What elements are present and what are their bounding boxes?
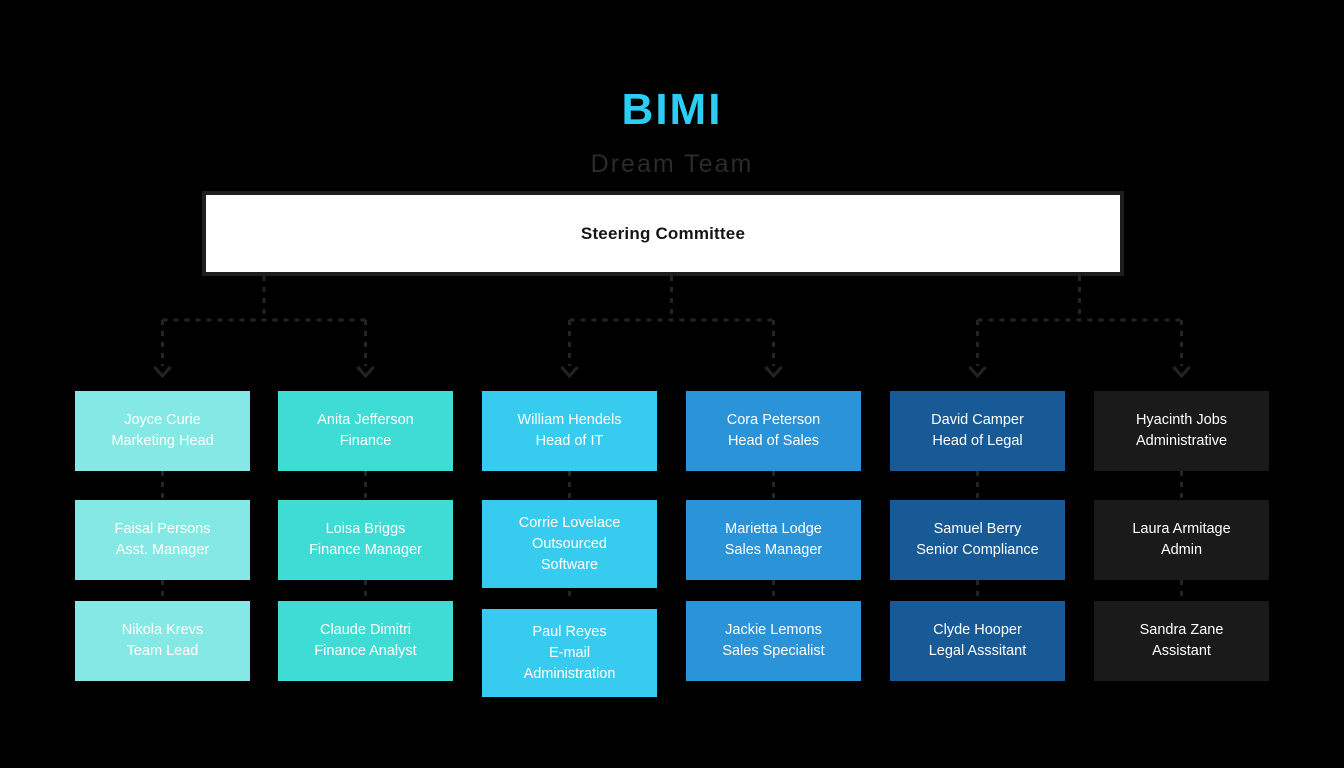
vertical-connector-gap <box>75 580 250 601</box>
person-name: Samuel Berry <box>933 521 1022 537</box>
person-role: Team Lead <box>126 643 199 659</box>
person-name: David Camper <box>931 412 1024 428</box>
vertical-connector-gap <box>890 471 1065 500</box>
person-name: Nikola Krevs <box>121 622 204 638</box>
person-name: Marietta Lodge <box>725 521 822 537</box>
person-role: Legal Asssitant <box>928 643 1027 659</box>
person-name: Corrie Lovelace <box>518 514 621 531</box>
page-subtitle: Dream Team <box>590 150 754 178</box>
steering-committee-node[interactable]: Steering Committee <box>202 191 1124 276</box>
vertical-connector-gap <box>1094 471 1269 500</box>
connector-arrow-5 <box>1172 366 1191 379</box>
vertical-connector-gap <box>890 580 1065 601</box>
person-name: Claude Dimitri <box>319 622 412 638</box>
vertical-connector-gap <box>1094 580 1269 601</box>
vertical-connector-gap <box>75 471 250 500</box>
vertical-connector-gap <box>278 580 453 601</box>
person-role: Administrative <box>1135 433 1228 449</box>
person-name: William Hendels <box>517 412 622 428</box>
connector-arrow-2 <box>560 366 579 379</box>
person-role: Finance <box>339 433 392 449</box>
person-role: Admin <box>1160 542 1203 558</box>
vertical-connector-gap <box>482 471 657 500</box>
person-name: Clyde Hooper <box>933 622 1022 638</box>
person-role-line2: Administration <box>523 665 616 682</box>
person-role: Sales Specialist <box>722 643 825 659</box>
person-name: Paul Reyes <box>532 623 607 640</box>
person-name: Laura Armitage <box>1132 521 1231 537</box>
person-role: Sales Manager <box>724 542 823 558</box>
vertical-connector-gap <box>482 588 657 609</box>
connector-arrow-0 <box>153 366 172 379</box>
connector-arrow-3 <box>764 366 783 379</box>
vertical-connector-gap <box>686 471 861 500</box>
person-role: Outsourced <box>532 535 607 552</box>
person-role: Finance Analyst <box>314 643 417 659</box>
person-role: E-mail <box>548 644 591 661</box>
person-name: Cora Peterson <box>726 412 821 428</box>
person-name: Joyce Curie <box>124 412 201 428</box>
person-name: Sandra Zane <box>1139 622 1224 638</box>
person-role: Finance Manager <box>309 542 422 558</box>
person-role-line2: Software <box>540 556 599 573</box>
person-name: Faisal Persons <box>114 521 211 537</box>
person-name: Hyacinth Jobs <box>1135 412 1228 428</box>
person-role: Head of Sales <box>727 433 820 449</box>
steering-committee-label: Steering Committee <box>580 223 746 243</box>
person-role: Senior Compliance <box>916 542 1039 558</box>
page-title: BIMI <box>621 85 723 134</box>
person-name: Jackie Lemons <box>725 622 822 638</box>
person-role: Head of Legal <box>932 433 1023 449</box>
person-role: Head of IT <box>535 433 604 449</box>
vertical-connector-gap <box>686 580 861 601</box>
person-role: Assistant <box>1152 643 1211 659</box>
person-name: Anita Jefferson <box>317 412 414 428</box>
person-role: Marketing Head <box>111 433 214 449</box>
connector-arrow-4 <box>968 366 987 379</box>
person-role: Asst. Manager <box>115 542 210 558</box>
vertical-connector-gap <box>278 471 453 500</box>
connector-arrow-1 <box>356 366 375 379</box>
person-name: Loisa Briggs <box>325 521 406 537</box>
